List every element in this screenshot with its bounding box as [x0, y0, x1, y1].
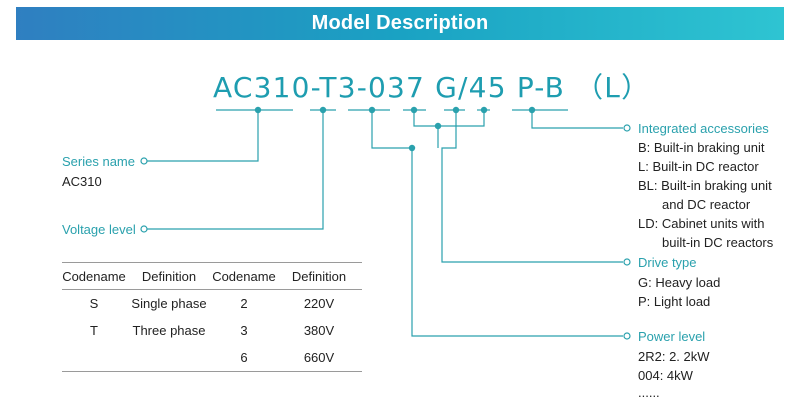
- accessory-item: BL: Built-in braking unit: [638, 178, 772, 193]
- series-name-label: Series name: [62, 154, 135, 169]
- table-cell: 3: [240, 323, 248, 338]
- voltage-code-table: Codename Definition Codename Definition …: [62, 262, 362, 372]
- table-cell: Three phase: [132, 323, 206, 338]
- accessories-connector: [531, 110, 623, 129]
- table-cell: [126, 344, 212, 372]
- accessory-item: LD: Cabinet units with: [638, 216, 765, 231]
- power-level-label: Power level: [638, 329, 706, 344]
- accessory-item: B: Built-in braking unit: [638, 140, 765, 155]
- page-title: Model Description: [311, 12, 489, 34]
- voltage-level-label: Voltage level: [62, 222, 136, 237]
- table-row: S Single phase 2 220V: [62, 290, 362, 318]
- series-name-value: AC310: [62, 174, 102, 189]
- table-cell: Single phase: [131, 296, 207, 311]
- model-code: AC310-T3-037 G/45 P-B （L）: [213, 71, 651, 104]
- table-row: 6 660V: [62, 344, 362, 372]
- table-cell: 6: [212, 344, 276, 372]
- drive-bracket: [413, 110, 485, 127]
- table-header: Codename: [62, 262, 126, 290]
- power-connector: [371, 110, 623, 337]
- table-header: Definition: [126, 262, 212, 290]
- table-row: T Three phase 3 380V: [62, 317, 362, 344]
- power-level-item: 2R2: 2. 2kW: [638, 349, 710, 364]
- drive-type-item: G: Heavy load: [638, 275, 721, 290]
- table-cell: 380V: [303, 323, 335, 338]
- voltage-connector: [147, 110, 324, 230]
- table-header: Definition: [276, 262, 362, 290]
- power-level-item: ......: [638, 385, 660, 400]
- accessory-item: and DC reactor: [662, 197, 751, 212]
- drive-connector: [441, 110, 623, 263]
- accessory-item: built-in DC reactors: [662, 235, 774, 250]
- accessories-label: Integrated accessories: [638, 121, 769, 136]
- series-connector: [147, 110, 259, 162]
- table-header: Codename: [212, 262, 276, 290]
- table-cell: S: [89, 296, 99, 311]
- header-banner: Model Description: [16, 7, 784, 40]
- table-cell: 2: [240, 296, 248, 311]
- table-header-row: Codename Definition Codename Definition: [62, 262, 362, 290]
- table-cell: T: [90, 323, 98, 338]
- accessory-item: L: Built-in DC reactor: [638, 159, 759, 174]
- table-cell: [62, 344, 126, 372]
- power-level-item: 004: 4kW: [638, 368, 693, 383]
- drive-type-item: P: Light load: [638, 294, 711, 309]
- table-cell: 660V: [276, 344, 362, 372]
- drive-type-label: Drive type: [638, 255, 697, 270]
- table-cell: 220V: [303, 296, 335, 311]
